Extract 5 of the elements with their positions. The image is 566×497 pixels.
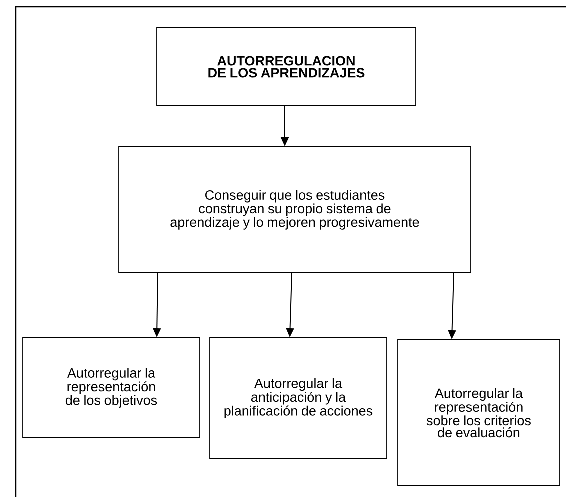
text-box: Autorregular la representación sobre los criterios de evaluación: [398, 340, 560, 486]
text-box: AUTORREGULACION DE LOS APRENDIZAJES: [156, 28, 416, 106]
text-box: Autorregular la anticipación y la planificación de acciones: [210, 338, 388, 460]
text-box: Conseguir que los estudiantes construyan su propio sistema de aprendizaje y lo mejoren progresivamente: [118, 146, 472, 274]
text-box: Autorregular la representación de los objetivos: [22, 338, 200, 438]
